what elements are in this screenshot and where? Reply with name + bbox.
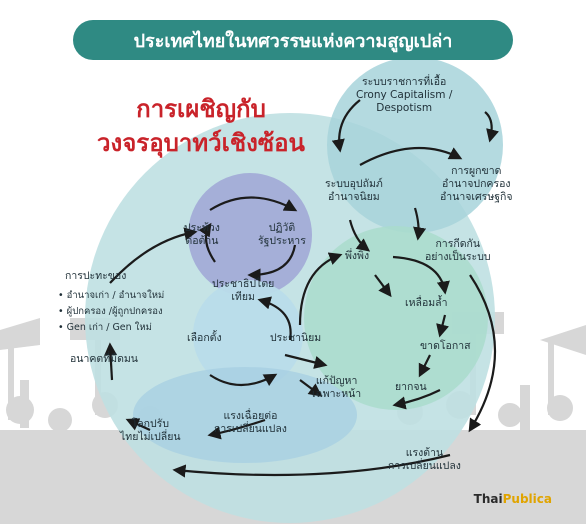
headline: การเผชิญกับ วงจรอุบาทว์เชิงซ้อน	[86, 92, 316, 160]
node-lack-opportunity: ขาดโอกาส	[420, 340, 471, 352]
list-item: Gen เก่า / Gen ใหม่	[58, 320, 164, 336]
node-inertia: แรงเฉื่อยต่อ การเปลี่ยนแปลง	[214, 410, 287, 435]
node-crony: ระบบราชการที่เอื้อ Crony Capitalism / De…	[356, 76, 453, 114]
node-world-changes: โลกปรับ ไทยไม่เปลี่ยน	[120, 418, 181, 443]
node-protest: ประท้วง ต่อต้าน	[184, 222, 220, 247]
node-patronage: ระบบอุปถัมภ์ อำนาจนิยม	[325, 178, 383, 203]
node-quick-fix: แก้ปัญหา เฉพาะหน้า	[312, 375, 362, 400]
node-populism: ประชานิยม	[270, 332, 322, 344]
node-monopoly: การผูกขาด อำนาจปกครอง อำนาจเศรษฐกิจ	[440, 165, 513, 203]
headline-line-2: วงจรอุบาทว์เชิงซ้อน	[97, 129, 305, 157]
node-conflict: การปะทะของ	[65, 270, 127, 282]
node-inequality: เหลื่อมล้ำ	[405, 297, 448, 309]
node-pseudo-democracy: ประชาธิปไตย เทียม	[212, 278, 275, 303]
node-coup: ปฏิวัติ รัฐประหาร	[258, 222, 306, 247]
list-item: อำนาจเก่า / อำนาจใหม่	[58, 288, 165, 304]
node-poverty: ยากจน	[395, 381, 427, 393]
crony-cycle-circle	[327, 57, 503, 233]
node-dark-future: อนาคตที่มืดมน	[70, 353, 138, 365]
inequality-cycle-circle	[304, 226, 488, 410]
headline-line-1: การเผชิญกับ	[136, 95, 266, 123]
node-resistance: แรงต้าน การเปลี่ยนแปลง	[388, 447, 461, 472]
node-election: เลือกตั้ง	[187, 332, 222, 344]
node-exclusion: การกีดกัน อย่างเป็นระบบ	[425, 238, 491, 263]
page-title: ประเทศไทยในทศวรรษแห่งความสูญเปล่า	[73, 20, 513, 60]
resistance-ellipse	[133, 367, 357, 463]
node-dependence: พึ่งพิง	[345, 250, 370, 262]
conflict-list: อำนาจเก่า / อำนาจใหม่ ผู้ปกครอง /ผู้ถูกป…	[58, 288, 165, 336]
brand-logo: ThaiPublica	[473, 492, 552, 506]
list-item: ผู้ปกครอง /ผู้ถูกปกครอง	[58, 304, 164, 320]
